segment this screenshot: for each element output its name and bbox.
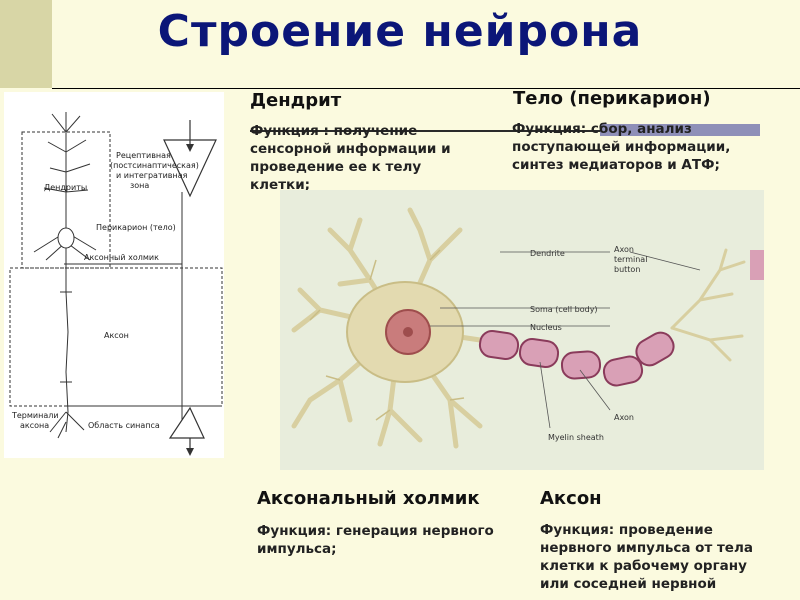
hillock-func-line-2: импульса; [257,540,494,558]
label-axon-terminal-2: terminal [614,255,647,264]
label-synapse-area: Область синапса [88,421,160,430]
label-receptive-3: и интегративная [116,171,188,180]
body-function: Функция: сбор, анализ поступающей информ… [512,120,730,174]
label-perikaryon: Перикарион (тело) [96,223,176,232]
body-func-line-1: Функция: сбор, анализ [512,120,730,138]
hillock-heading: Аксональный холмик [257,488,480,509]
dendrite-function: Функция : получение сенсорной информации… [250,122,451,194]
label-axon-terminal-3: button [614,265,640,274]
axon-heading: Аксон [540,488,602,509]
dendrite-func-line-1: Функция : получение [250,122,451,140]
label-soma: Soma (cell body) [530,305,598,314]
body-func-line-3: синтез медиаторов и АТФ; [512,156,730,174]
label-terminals-1: Терминали [11,411,59,420]
dendrite-heading: Дендрит [250,90,341,111]
axon-func-line-4: или соседней нервной [540,575,753,593]
label-nucleus: Nucleus [530,323,562,332]
dendrite-func-line-3: проведение ее к телу [250,158,451,176]
axon-func-line-1: Функция: проведение [540,521,753,539]
label-receptive-1: Рецептивная [116,151,171,160]
neuron-schematic: Дендриты Рецептивная (постсинаптическая)… [4,92,224,458]
hillock-function: Функция: генерация нервного импульса; [257,522,494,558]
label-receptive-2: (постсинаптическая) [110,161,199,170]
hillock-func-line-1: Функция: генерация нервного [257,522,494,540]
label-dendrite: Dendrite [530,249,565,258]
myelin-segment-1 [478,329,519,360]
neuron-illustration: Dendrite Axon terminal button Soma (cell… [280,190,764,470]
myelin-segment-2 [518,337,559,368]
label-axon-terminal-1: Axon [614,245,634,254]
body-func-line-2: поступающей информации, [512,138,730,156]
dendrite-func-line-2: сенсорной информации и [250,140,451,158]
label-terminals-2: аксона [20,421,49,430]
axon-func-line-2: нервного импульса от тела [540,539,753,557]
axon-func-line-3: клетки к рабочему органу [540,557,753,575]
label-axon-main: Axon [614,413,634,422]
body-heading: Тело (перикарион) [513,88,711,109]
label-dendrites: Дендриты [44,183,87,192]
label-receptive-4: зона [130,181,149,190]
label-myelin: Myelin sheath [548,433,604,442]
synapse-triangle [170,408,204,438]
label-axon: Аксон [104,331,129,340]
axon-function: Функция: проведение нервного импульса от… [540,521,753,593]
label-hillock: Аксонный холмик [84,253,159,262]
page-title: Строение нейрона [0,6,800,57]
myelin-segment-3 [561,351,601,380]
